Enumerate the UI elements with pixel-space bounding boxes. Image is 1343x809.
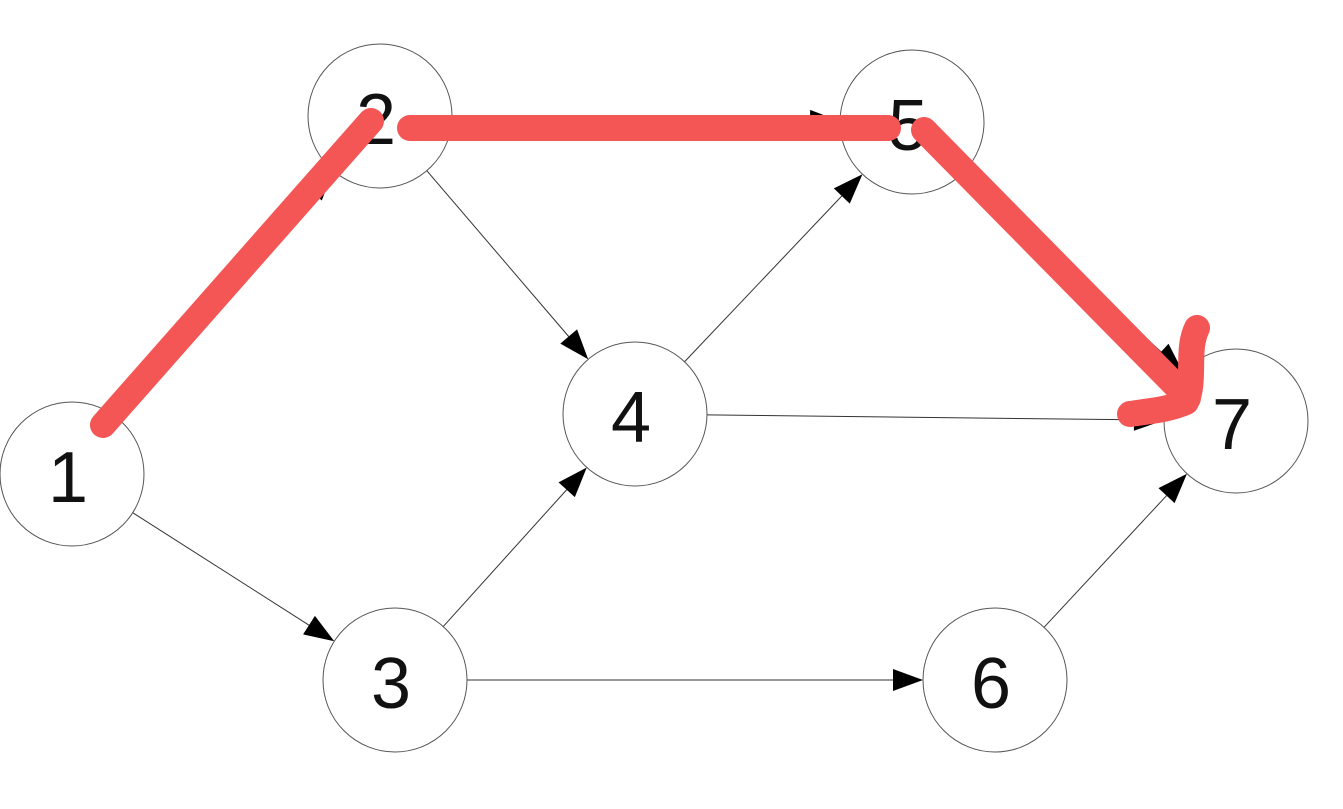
node-7: 7 [1163, 348, 1309, 494]
node-6: 6 [922, 607, 1068, 753]
node-circle [0, 401, 145, 547]
node-label: 4 [611, 378, 651, 458]
node-1: 1 [0, 401, 145, 547]
edge-2-4 [426, 170, 589, 360]
highlighted-path-layer [90, 108, 1210, 438]
edge-4-5 [684, 174, 863, 363]
node-4: 4 [562, 341, 708, 487]
edges-layer [118, 109, 1187, 691]
edge-line [426, 170, 570, 337]
edge-line [1043, 495, 1167, 628]
arrow-head [558, 467, 587, 498]
arrow-head [303, 615, 335, 642]
edge-3-6 [467, 669, 923, 691]
highlight-segment-1-2 [90, 108, 384, 438]
arrow-head [560, 329, 589, 360]
node-3: 3 [322, 607, 468, 753]
arrow-head [893, 669, 923, 691]
arrow-head [1153, 343, 1184, 373]
node-circle [562, 341, 708, 487]
highlight-arrow-tip [1117, 315, 1210, 427]
edge-3-4 [442, 467, 587, 627]
arrow-head [1158, 473, 1187, 504]
node-circle [922, 607, 1068, 753]
node-label: 7 [1212, 385, 1252, 465]
highlight-segment-5-7 [911, 117, 1201, 411]
node-label: 1 [48, 438, 88, 518]
edge-4-7 [706, 408, 1165, 431]
edge-line [442, 489, 568, 627]
edge-6-7 [1043, 473, 1187, 628]
edge-line [706, 414, 1135, 421]
node-circle [322, 607, 468, 753]
node-label: 6 [971, 644, 1011, 724]
edge-line [684, 195, 843, 363]
edge-1-3 [132, 512, 335, 642]
edge-line [132, 512, 310, 626]
arrow-head [833, 174, 863, 204]
node-label: 3 [371, 644, 411, 724]
